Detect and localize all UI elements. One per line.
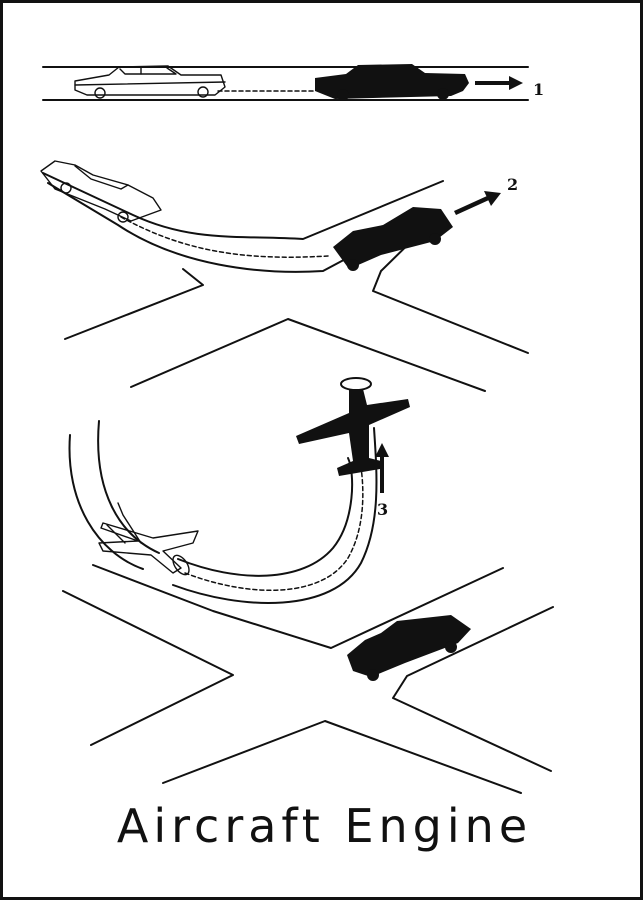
arrow-2-icon (454, 191, 501, 215)
scene-2-road (42, 172, 529, 392)
black-car-3-icon (347, 615, 471, 681)
black-plane-icon (296, 389, 410, 476)
block-left-edge (64, 268, 204, 340)
block-bottom-edge-2 (162, 720, 522, 794)
curve-road-lower (47, 182, 354, 273)
block-right-edge-2 (392, 606, 554, 772)
arrow-3-icon (375, 443, 389, 493)
loop-inner-right (177, 457, 354, 577)
loop-outer-left (68, 434, 144, 570)
curve-road-upper (42, 172, 444, 240)
poster-title: Aircraft Engine (116, 799, 533, 853)
block-top-edge (92, 564, 504, 649)
block-left-edge-2 (62, 590, 234, 746)
loop-outer-right (172, 427, 378, 604)
scene-3-loop-road (62, 420, 554, 794)
ghost-car-outline-1 (74, 65, 226, 99)
black-car-2-icon (333, 207, 453, 271)
step-label-2: 2 (507, 175, 518, 194)
loop-inner-left (97, 420, 160, 554)
black-car-1-icon (315, 64, 469, 101)
curve-road-dashes (120, 216, 329, 258)
arrow-1-icon (475, 76, 523, 90)
loop-dashes (184, 460, 364, 592)
block-bottom-edge (130, 318, 486, 392)
step-label-1: 1 (533, 80, 544, 99)
illustration: 1 2 3 (40, 64, 554, 794)
ghost-plane-outline (98, 502, 199, 576)
step-label-3: 3 (377, 500, 388, 519)
ghost-car-outline-2 (40, 160, 162, 223)
propeller-disc-icon (340, 377, 372, 391)
